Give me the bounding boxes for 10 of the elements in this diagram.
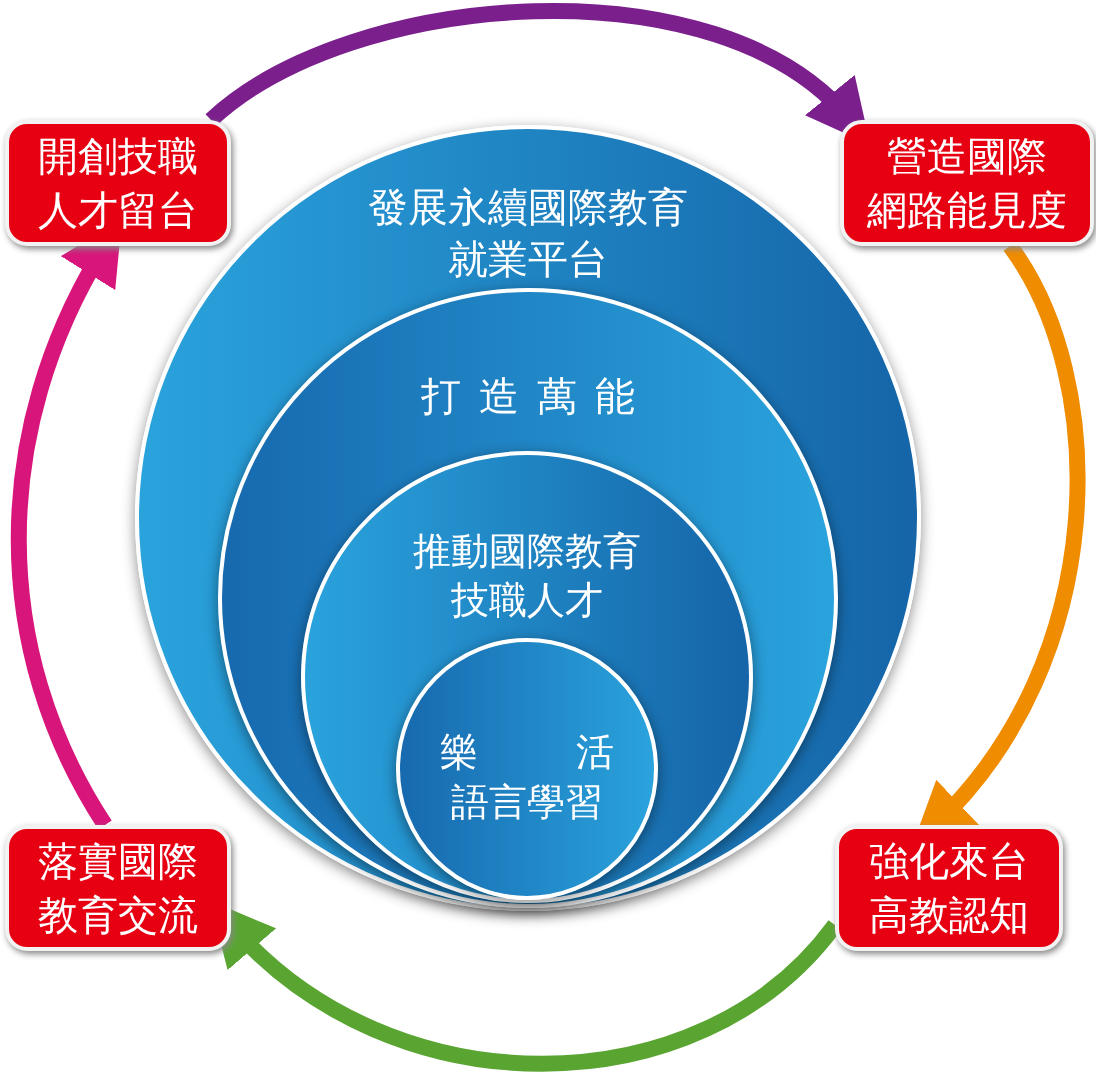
circle-label: 打造萬能 xyxy=(420,372,654,421)
circle-label: 發展永續國際教育就業平台 xyxy=(367,183,689,284)
circle-label: 樂活 xyxy=(439,729,615,776)
callout-box: 營造國際網路能見度 xyxy=(840,120,1094,246)
callout-box: 開創技職人才留台 xyxy=(5,120,231,246)
circle-label: 語言學習 xyxy=(450,779,604,826)
callout-box: 強化來台高教認知 xyxy=(835,825,1063,951)
circle xyxy=(396,638,658,900)
circle-label: 推動國際教育技職人才 xyxy=(412,528,642,625)
callout-box: 落實國際教育交流 xyxy=(5,825,231,951)
